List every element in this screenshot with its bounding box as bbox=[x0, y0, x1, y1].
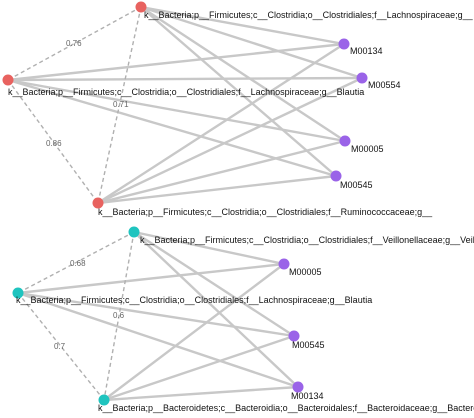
module-node bbox=[288, 330, 300, 342]
node-label: M00545 bbox=[340, 180, 373, 190]
correlation-edge bbox=[103, 231, 135, 401]
edge-weight-label: 0.86 bbox=[46, 139, 62, 148]
association-edge bbox=[139, 5, 364, 80]
bacteria-node bbox=[135, 1, 147, 13]
edge-weight-label: 0.68 bbox=[70, 259, 86, 268]
node-label: M00005 bbox=[351, 144, 384, 154]
association-edge bbox=[96, 76, 364, 205]
edge-weight-label: 0.7 bbox=[54, 342, 66, 351]
node-label: k__Bacteria;p__Firmicutes;c__Clostridia;… bbox=[16, 295, 372, 305]
association-edge bbox=[132, 230, 300, 389]
correlation-edge bbox=[17, 231, 135, 294]
association-edge bbox=[16, 262, 286, 295]
correlation-edge bbox=[17, 292, 105, 401]
association-edge bbox=[139, 5, 347, 143]
module-node bbox=[278, 258, 290, 270]
association-edge bbox=[102, 385, 300, 402]
node-label: M00554 bbox=[368, 80, 401, 90]
module-node bbox=[292, 381, 304, 393]
nodes-layer bbox=[2, 1, 368, 406]
association-edge bbox=[132, 230, 286, 266]
association-edge bbox=[102, 262, 286, 402]
edge-weight-label: 0.6 bbox=[113, 311, 125, 320]
node-label: M00134 bbox=[350, 46, 383, 56]
module-node bbox=[339, 135, 351, 147]
module-node bbox=[330, 170, 342, 182]
correlation-edges bbox=[7, 6, 142, 401]
association-edge bbox=[139, 5, 346, 46]
node-label: k__Bacteria;p__Bacteroidetes;c__Bacteroi… bbox=[98, 403, 474, 413]
module-node bbox=[338, 38, 350, 50]
node-label: M00134 bbox=[291, 391, 324, 401]
association-edge bbox=[96, 139, 347, 205]
bacteria-node bbox=[92, 197, 104, 209]
node-label: k__Bacteria;p__Firmicutes;c__Clostridia;… bbox=[8, 87, 364, 97]
node-label: k__Bacteria;p__Firmicutes;c__Clostridia;… bbox=[140, 235, 474, 245]
association-edge bbox=[139, 5, 338, 178]
association-edge bbox=[132, 230, 296, 338]
edge-weight-label: 0.76 bbox=[66, 39, 82, 48]
association-edge bbox=[16, 291, 296, 338]
node-label: M00005 bbox=[289, 267, 322, 277]
association-edge bbox=[6, 42, 346, 82]
association-edge bbox=[102, 334, 296, 402]
association-edge bbox=[6, 78, 338, 178]
bacteria-node bbox=[12, 287, 24, 299]
edge-weight-label: 0.71 bbox=[113, 100, 129, 109]
bacteria-node bbox=[98, 394, 110, 406]
node-label: k__Bacteria;p__Firmicutes;c__Clostridia;… bbox=[98, 207, 433, 217]
association-edge bbox=[6, 76, 364, 82]
bacteria-node bbox=[128, 226, 140, 238]
association-edge bbox=[16, 291, 300, 389]
association-edge bbox=[6, 78, 347, 143]
node-label: k__Bacteria;p__Firmicutes;c__Clostridia;… bbox=[144, 10, 474, 20]
correlation-edge bbox=[7, 79, 99, 204]
correlation-edge bbox=[7, 6, 142, 81]
association-edge bbox=[96, 42, 346, 205]
correlation-edge bbox=[97, 6, 142, 204]
association-edge bbox=[96, 174, 338, 205]
bacteria-node bbox=[2, 74, 14, 86]
node-label: M00545 bbox=[292, 340, 325, 350]
module-node bbox=[356, 72, 368, 84]
association-edges bbox=[6, 5, 364, 402]
